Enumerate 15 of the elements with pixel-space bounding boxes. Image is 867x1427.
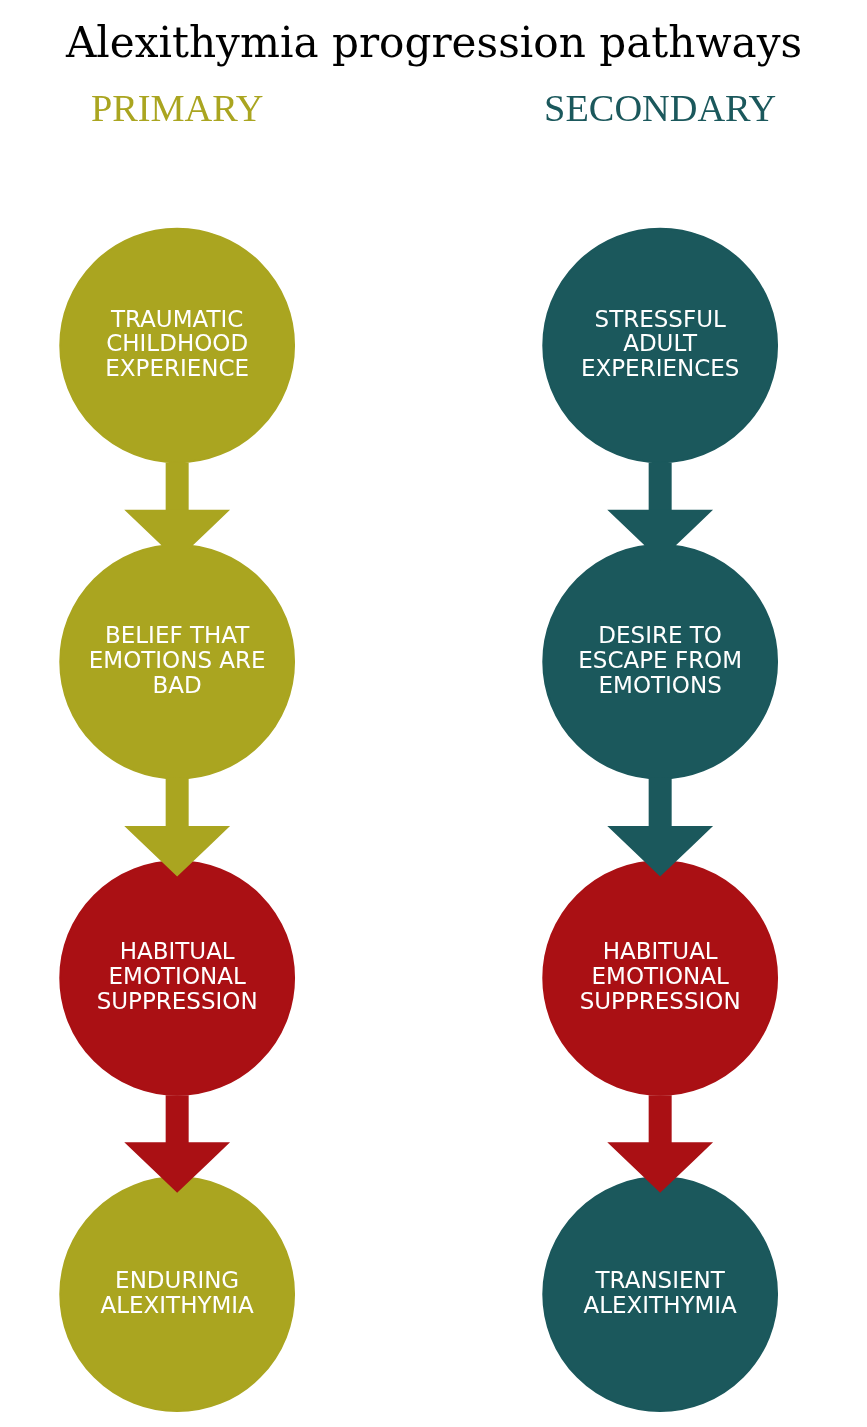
node-circle: BELIEF THAT EMOTIONS ARE BAD bbox=[58, 543, 295, 780]
node-circle: ENDURING ALEXITHYMIA bbox=[58, 1176, 295, 1413]
node-circle: DESIRE TO ESCAPE FROM EMOTIONS bbox=[541, 543, 778, 780]
node-circle: TRAUMATIC CHILDHOOD EXPERIENCE bbox=[58, 227, 295, 464]
label: PRIMARY bbox=[90, 87, 263, 130]
arrow bbox=[123, 1095, 230, 1193]
diagram-title: Alexithymia progression pathways bbox=[65, 18, 802, 68]
node-circle: STRESSFUL ADULT EXPERIENCES bbox=[541, 227, 778, 464]
arrow bbox=[606, 779, 713, 877]
arrow bbox=[606, 1095, 713, 1193]
node-circle: HABITUAL EMOTIONAL SUPPRESSION bbox=[58, 860, 295, 1096]
arrow bbox=[123, 779, 230, 877]
node-circle: HABITUAL EMOTIONAL SUPPRESSION bbox=[541, 860, 778, 1096]
label: SECONDARY bbox=[543, 87, 776, 130]
node-circle: TRANSIENT ALEXITHYMIA bbox=[541, 1176, 778, 1413]
